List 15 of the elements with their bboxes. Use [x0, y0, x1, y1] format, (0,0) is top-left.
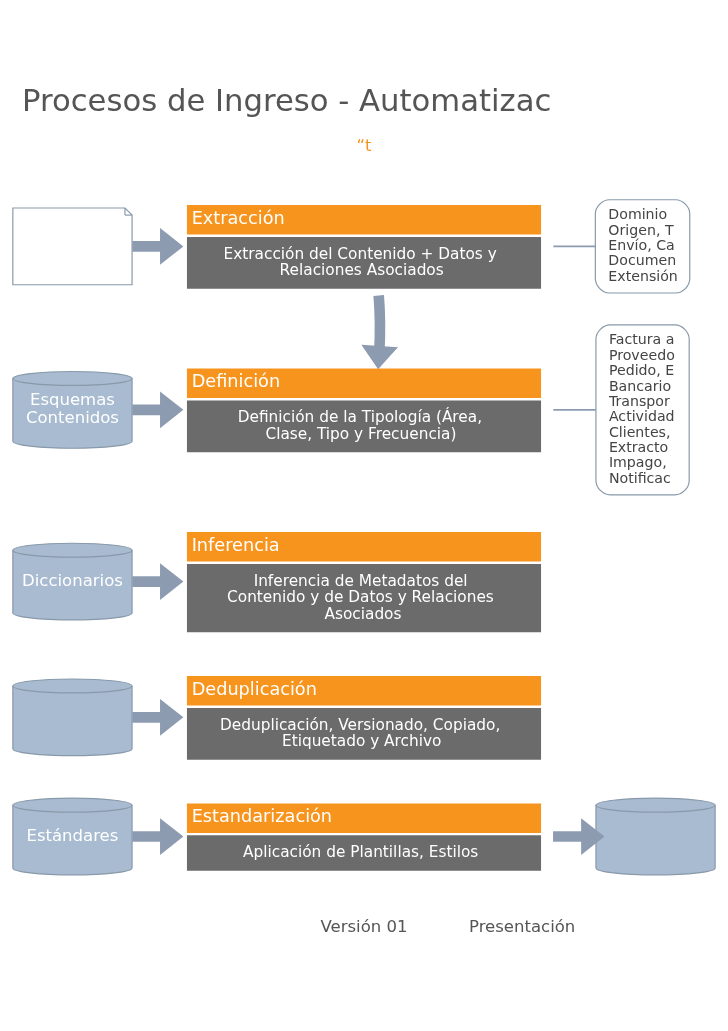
connector	[552, 245, 597, 248]
arrow	[132, 563, 184, 600]
label: “t	[356, 136, 372, 156]
node-box: Factura a Proveedo Pedido, E Bancario Transpor Actividad Clientes, Extracto Impago, Notificac	[595, 324, 690, 496]
arrow	[132, 818, 184, 855]
arrow	[132, 698, 184, 736]
connector	[552, 408, 597, 411]
arrow	[132, 228, 184, 265]
diagram-title: Procesos de Ingreso - Automatizac	[22, 82, 552, 118]
label: Presentación	[469, 917, 576, 937]
label: Versión 01	[320, 917, 408, 937]
arrow	[361, 295, 398, 370]
arrow	[132, 391, 184, 429]
arrow	[553, 818, 605, 855]
node-box: Dominio Origen, T Envío, Ca Documen Extensión	[594, 199, 691, 294]
